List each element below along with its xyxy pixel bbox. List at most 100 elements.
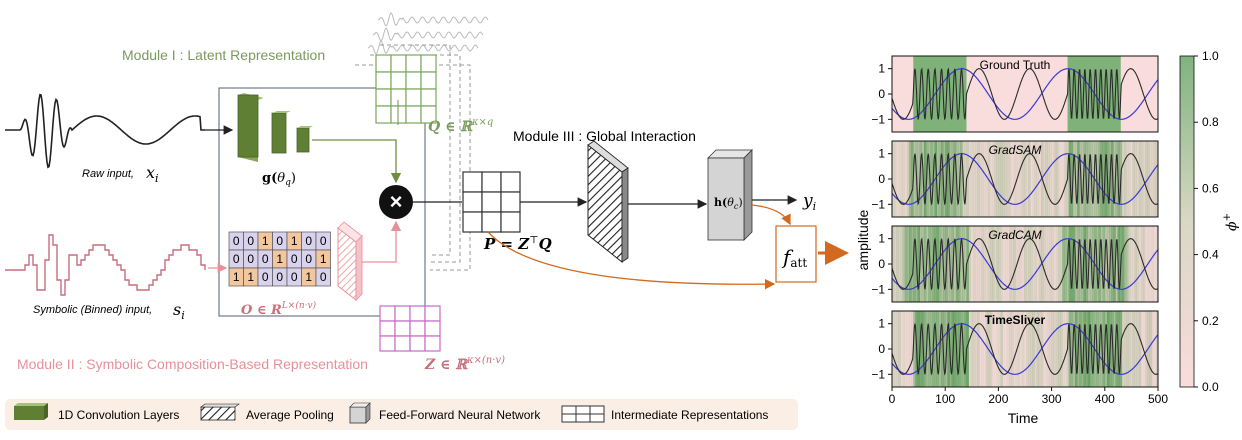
attribution-slice [1147, 141, 1150, 217]
attribution-slice [1043, 141, 1046, 217]
ffnn-block [707, 149, 753, 241]
attribution-slice [906, 226, 910, 302]
attribution-slice [1051, 311, 1055, 387]
z-grid-cell [409, 305, 426, 322]
attribution-slice [1128, 226, 1131, 302]
attribution-slice [1011, 311, 1014, 387]
attribution-slice [1136, 226, 1140, 302]
z-label: Z ∈ ℝκ×(n·v) [424, 355, 505, 373]
attribution-slice [960, 141, 963, 217]
attribution-slice [902, 226, 906, 302]
attribution-chart: Ground Truth10−1GradSAM10−1GradCAM10−1Ti… [855, 49, 1240, 426]
attribution-slice [1043, 226, 1046, 302]
attribution-slice [1002, 141, 1006, 217]
binary-cell-bg [315, 267, 331, 287]
attribution-slice [1009, 141, 1012, 217]
attribution-slice [1081, 226, 1084, 302]
p-grid [462, 171, 521, 233]
attribution-slice [1036, 226, 1040, 302]
attribution-slice [1145, 226, 1148, 302]
y-tick-label: −1 [871, 282, 885, 296]
attribution-slice [998, 141, 1001, 217]
stacked-waveforms [367, 12, 489, 55]
raw-input-symbol: xi [146, 163, 159, 185]
attribution-slice [1147, 226, 1150, 302]
conv-to-multiply-arrow [312, 139, 402, 184]
binary-cell: 0 [276, 234, 283, 248]
attribution-slice [1145, 311, 1148, 387]
attribution-slice [1057, 141, 1061, 217]
pool-to-multiply-arrow [362, 220, 402, 263]
attribution-slice [994, 141, 997, 217]
attribution-slice [998, 311, 1001, 387]
o-label: O ∈ RL×(n·v) [241, 300, 317, 318]
attribution-slice [1143, 311, 1146, 387]
attribution-slice [1013, 311, 1016, 387]
attribution-slice [1126, 226, 1129, 302]
conv-layers [237, 93, 313, 162]
binary-cell: 0 [247, 234, 254, 248]
attribution-slice [1151, 141, 1155, 217]
attribution-slice [1117, 141, 1120, 217]
x-tick-label: 200 [988, 392, 1008, 406]
attribution-slice [1140, 311, 1144, 387]
colorbar-tick-label: 0.6 [1202, 181, 1219, 195]
binary-cell: 0 [276, 270, 283, 284]
legend-grid-cell [575, 405, 591, 415]
attribution-slice [919, 141, 923, 217]
attribution-slice [1045, 141, 1048, 217]
attribution-slice [1021, 141, 1025, 217]
attribution-slice [964, 311, 967, 387]
attribution-slice [1051, 141, 1055, 217]
attribution-slice [1130, 226, 1133, 302]
binary-cell: 0 [233, 234, 240, 248]
binary-cell: 0 [305, 252, 312, 266]
attribution-slice [974, 311, 978, 387]
attribution-slice [981, 141, 984, 217]
attribution-slice [983, 141, 986, 217]
attribution-slice [1138, 141, 1142, 217]
attribution-slice [987, 311, 991, 387]
symbolic-input-waveform [5, 234, 206, 296]
attribution-slice [934, 141, 937, 217]
attribution-slice [974, 226, 978, 302]
attribution-slice [1092, 226, 1095, 302]
y-label: yi [802, 191, 816, 213]
attribution-slice [996, 141, 999, 217]
q-grid-cell [420, 54, 437, 73]
binary-cell: 1 [233, 270, 240, 284]
attribution-slice [1075, 141, 1078, 217]
attribution-slice [1132, 311, 1135, 387]
attribution-slice [979, 226, 982, 302]
q-grid-cell [405, 105, 422, 124]
colorbar-tick-label: 0.2 [1202, 314, 1219, 328]
attribution-slice [1134, 226, 1138, 302]
attribution-slice [994, 226, 997, 302]
attribution-slice [1034, 141, 1038, 217]
attribution-slice [1138, 311, 1142, 387]
attribution-slice [896, 141, 899, 217]
attribution-slice [964, 141, 967, 217]
attribution-slice [974, 141, 978, 217]
attribution-slice [970, 311, 974, 387]
q-grid-cell [375, 71, 392, 90]
attribution-slice [947, 226, 950, 302]
attribution-slice [987, 226, 991, 302]
attribution-slice [923, 311, 927, 387]
z-grid-cell [379, 320, 396, 337]
conv-icon [14, 403, 48, 420]
attribution-slice [1075, 311, 1078, 387]
attribution-slice [1064, 141, 1067, 217]
z-grid [379, 305, 441, 352]
q-grid-cell [405, 71, 422, 90]
x-axis-label: Time [1008, 410, 1039, 426]
colorbar-tick-label: 0.4 [1202, 248, 1219, 262]
binary-cell: 0 [233, 252, 240, 266]
q-grid-cell [420, 71, 437, 90]
attribution-slice [940, 226, 944, 302]
binary-cell: 1 [276, 252, 283, 266]
attribution-slice [1140, 141, 1144, 217]
attribution-slice [1000, 141, 1003, 217]
attribution-slice [1006, 311, 1010, 387]
